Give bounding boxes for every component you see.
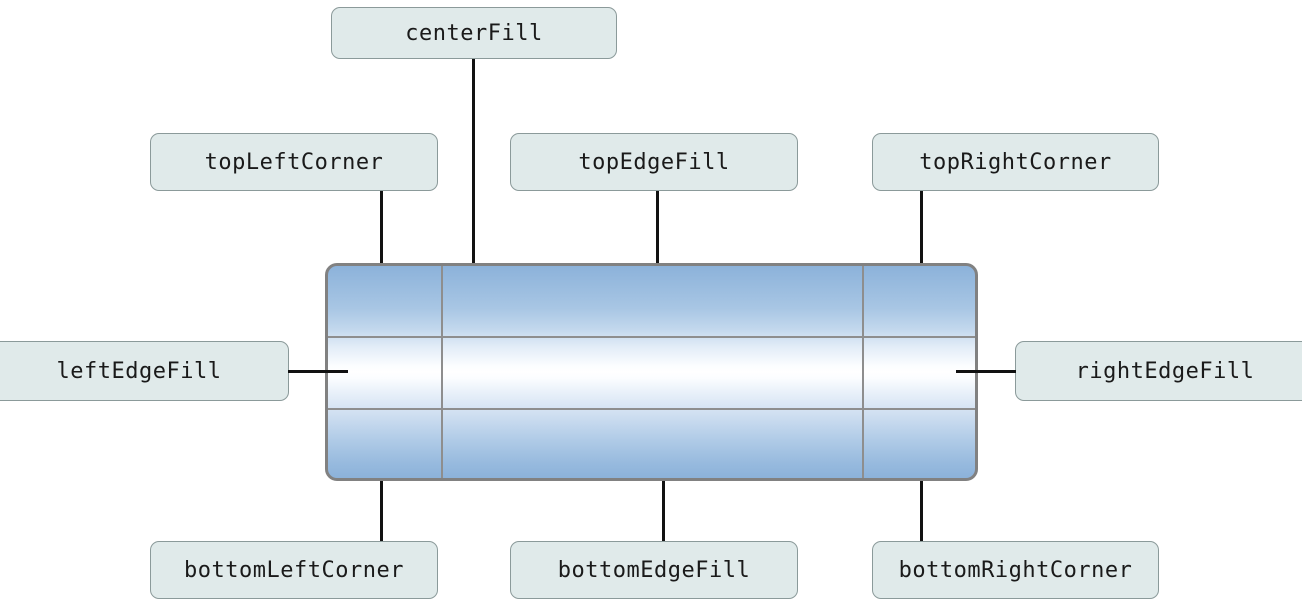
leader-line-toprightcorner	[920, 190, 923, 287]
leader-line-leftedgefill	[288, 370, 348, 373]
leader-line-bottomedgefill	[662, 473, 665, 543]
label-toprightcorner[interactable]: topRightCorner	[872, 133, 1159, 191]
label-topleftcorner-text: topLeftCorner	[204, 149, 384, 175]
label-centerfill-text: centerFill	[405, 20, 543, 46]
leader-line-topedgefill	[656, 190, 659, 287]
label-bottomedgefill-text: bottomEdgeFill	[557, 557, 751, 583]
nine-slice-graphic	[325, 263, 978, 481]
label-leftedgefill-text: leftEdgeFill	[56, 358, 222, 384]
grid-line-horizontal-top	[328, 335, 975, 338]
label-bottomleftcorner-text: bottomLeftCorner	[184, 557, 404, 583]
leader-line-topleftcorner	[380, 190, 383, 287]
label-rightedgefill[interactable]: rightEdgeFill	[1015, 341, 1302, 401]
label-topedgefill-text: topEdgeFill	[578, 149, 730, 175]
grid-line-vertical-right	[861, 266, 864, 478]
grid-line-vertical-left	[441, 266, 444, 478]
leader-line-bottomleftcorner	[380, 473, 383, 543]
label-toprightcorner-text: topRightCorner	[919, 149, 1112, 175]
label-bottomrightcorner[interactable]: bottomRightCorner	[872, 541, 1159, 599]
label-bottomrightcorner-text: bottomRightCorner	[898, 557, 1133, 583]
label-bottomleftcorner[interactable]: bottomLeftCorner	[150, 541, 438, 599]
label-bottomedgefill[interactable]: bottomEdgeFill	[510, 541, 798, 599]
leader-line-bottomrightcorner	[920, 473, 923, 543]
label-rightedgefill-text: rightEdgeFill	[1075, 358, 1255, 384]
label-topleftcorner[interactable]: topLeftCorner	[150, 133, 438, 191]
leader-line-centerfill	[472, 56, 475, 361]
leader-line-rightedgefill	[956, 370, 1016, 373]
grid-line-horizontal-bottom	[328, 408, 975, 411]
label-leftedgefill[interactable]: leftEdgeFill	[0, 341, 289, 401]
label-centerfill[interactable]: centerFill	[331, 7, 617, 59]
label-topedgefill[interactable]: topEdgeFill	[510, 133, 798, 191]
